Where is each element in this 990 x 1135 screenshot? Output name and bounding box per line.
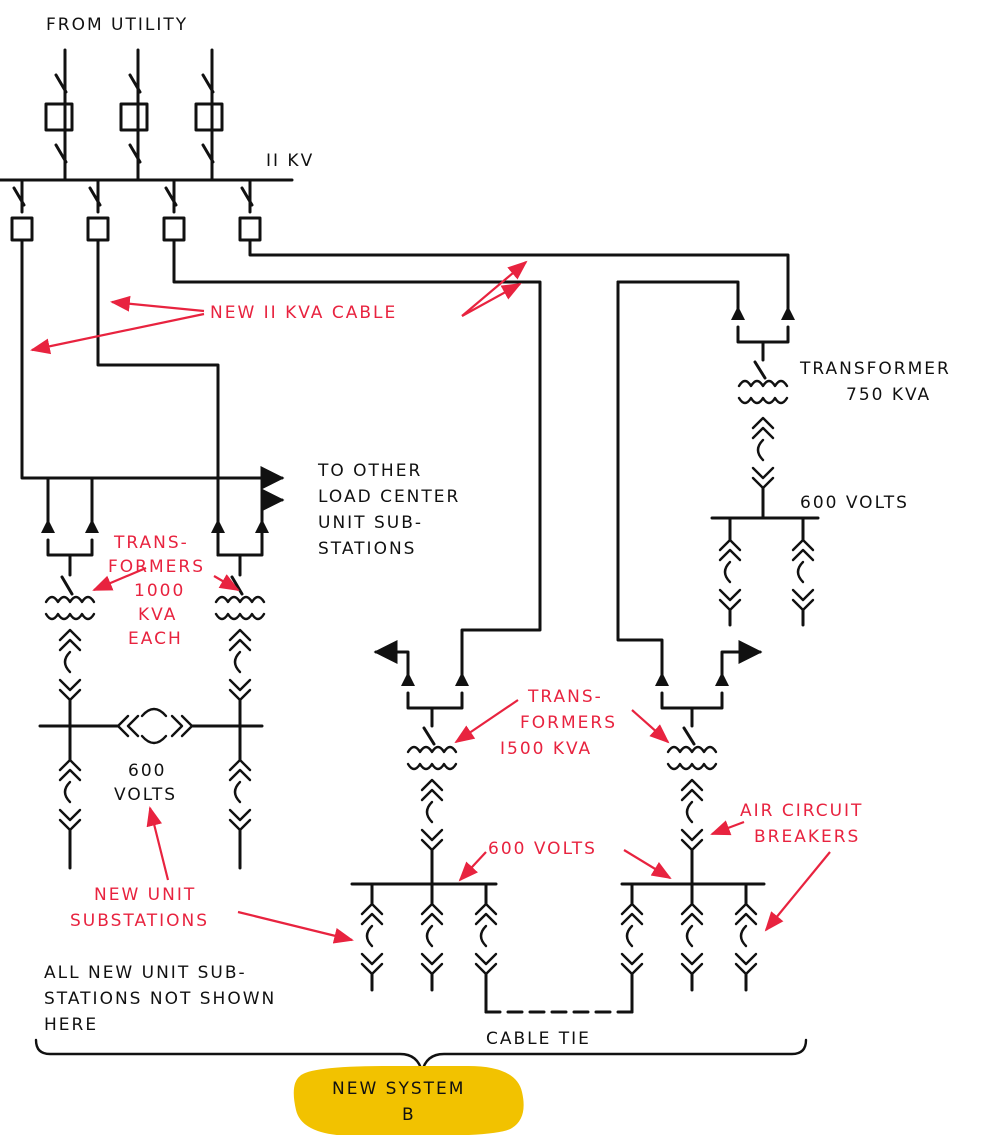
label-to-other-line4: STATIONS	[318, 539, 416, 559]
cable-runs	[20, 238, 790, 682]
label-transformer-750-line1: TRANSFORMER	[799, 359, 951, 379]
label-600-volts-left-line2: VOLTS	[114, 785, 177, 805]
label-600-volts-left-line1: 600	[128, 761, 166, 781]
label-cable-tie: CABLE TIE	[486, 1029, 591, 1049]
label-to-other-line2: LOAD CENTER	[318, 487, 460, 507]
substation-left-1	[38, 519, 102, 870]
substation-left-2	[198, 519, 269, 870]
label-trans1000-line5: EACH	[128, 629, 183, 649]
substation-1500kva-right	[620, 640, 766, 1014]
label-all-new-line2: STATIONS NOT SHOWN	[44, 989, 276, 1009]
feeder-breakers	[10, 178, 262, 242]
label-bus-11kv: II KV	[266, 151, 314, 171]
label-system-line1: NEW SYSTEM	[332, 1079, 465, 1099]
label-all-new-line3: HERE	[44, 1015, 98, 1035]
label-trans1000-line3: 1000	[134, 581, 185, 601]
label-transformer-750-line2: 750 KVA	[846, 385, 931, 405]
substation-750kva	[710, 306, 820, 627]
label-from-utility: FROM UTILITY	[46, 15, 188, 35]
label-new-cable: NEW II KVA CABLE	[210, 303, 397, 323]
label-trans1500-line3: I500 KVA	[500, 739, 592, 759]
label-new-unit-line1: NEW UNIT	[94, 885, 196, 905]
label-600-volts-mid: 600 VOLTS	[488, 839, 597, 859]
label-to-other-line3: UNIT SUB-	[318, 513, 423, 533]
label-new-unit-line2: SUBSTATIONS	[70, 911, 209, 931]
left-bus-tie	[98, 707, 202, 745]
label-to-other-line1: TO OTHER	[317, 461, 422, 481]
label-trans1500-line1: TRANS-	[527, 687, 603, 707]
label-trans1500-line2: FORMERS	[520, 713, 617, 733]
label-all-new-line1: ALL NEW UNIT SUB-	[44, 963, 247, 983]
substation-1500kva-left	[350, 640, 498, 1014]
system-highlight	[293, 1066, 524, 1135]
label-trans1000-line2: FORMERS	[108, 557, 205, 577]
label-trans1000-line4: KVA	[138, 605, 177, 625]
label-system-line2: B	[402, 1105, 416, 1125]
label-air-cb-line2: BREAKERS	[754, 827, 860, 847]
label-trans1000-line1: TRANS-	[113, 533, 189, 553]
labels: FROM UTILITY II KV NEW II KVA CABLE TRAN…	[44, 15, 951, 1125]
annotation-arrows	[30, 260, 831, 944]
utility-feeders	[44, 48, 224, 182]
label-600-volts-right: 600 VOLTS	[800, 493, 909, 513]
label-air-cb-line1: AIR CIRCUIT	[740, 801, 863, 821]
